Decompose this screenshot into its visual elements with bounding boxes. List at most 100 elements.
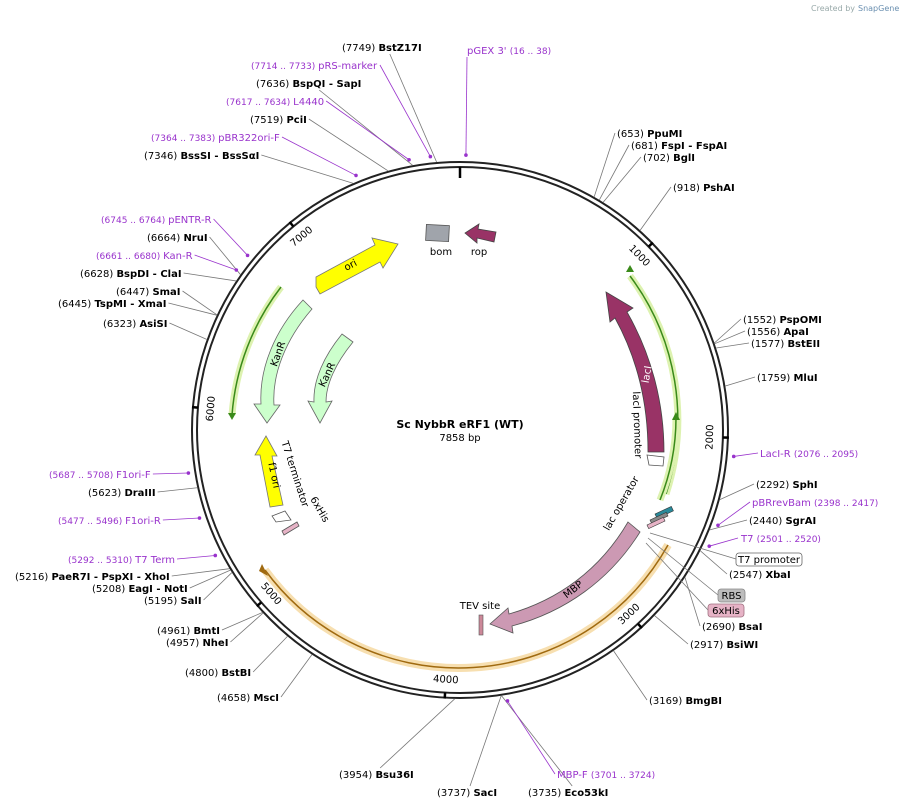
primer-range: (2501 .. 2520): [757, 535, 821, 545]
enzyme-site[interactable]: (3735) Eco53kI: [501, 695, 609, 799]
enzyme-site[interactable]: (5208) EagI - NotI: [92, 569, 231, 595]
enzyme-site[interactable]: (5623) DraIII: [88, 487, 198, 499]
enzyme-label: (6664) NruI: [147, 233, 208, 244]
enzyme-leader: [203, 572, 233, 601]
lacI-promoter-arrow[interactable]: [646, 454, 665, 467]
enzyme-site[interactable]: (1577) BstEII: [716, 339, 820, 350]
enzyme-label: (1556) ApaI: [747, 327, 809, 338]
enzyme-label: (2440) SgrAI: [749, 516, 816, 527]
enzyme-site[interactable]: (6664) NruI: [147, 233, 241, 275]
enzyme-leader: [684, 577, 701, 627]
enzyme-site[interactable]: (2547) XbaI: [700, 550, 791, 581]
bom-box[interactable]: [425, 224, 450, 243]
enzyme-name: TspMI: [94, 299, 126, 310]
enzyme-site[interactable]: (5195) SalI: [144, 572, 233, 607]
enzyme-site[interactable]: (3954) Bsu36I: [339, 698, 455, 781]
cds-orange-line: [264, 544, 669, 669]
primer-label: MBP-F (3701 .. 3724): [557, 770, 655, 781]
enzyme-label: (4961) BmtI: [157, 626, 220, 637]
primer-range: (6745 .. 6764): [101, 216, 168, 226]
primer-site[interactable]: pBRrevBam (2398 .. 2417): [716, 498, 878, 528]
enzyme-site[interactable]: (1552) PspOMI: [714, 315, 822, 344]
t7-terminator-shape[interactable]: [271, 510, 292, 523]
enzyme-site[interactable]: (2440) SgrAI: [709, 516, 816, 531]
enzyme-name: EagI: [128, 584, 152, 595]
primer-name: LacI-R: [760, 449, 794, 460]
map-length: 7858 bp: [439, 433, 480, 444]
boxed-feature-label[interactable]: T7 promoter: [649, 532, 803, 567]
enzyme-site[interactable]: (2917) BsiWI: [654, 615, 759, 651]
primer-layer: pGEX 3' (16 .. 38) (7714 .. 7733) pRS-mar…: [49, 46, 878, 781]
enzyme-site[interactable]: (5216) PaeR7I - PspXI - XhoI: [15, 568, 230, 583]
enzyme-label: (5195) SalI: [144, 596, 202, 607]
inner-green-arrowhead: [672, 412, 680, 420]
enzyme-site[interactable]: (7519) PciI: [250, 115, 389, 172]
enzyme-site[interactable]: (1556) ApaI: [714, 327, 809, 345]
primer-site[interactable]: (5292 .. 5310) T7 Term: [68, 553, 218, 566]
primer-name: pBR322ori-F: [218, 133, 280, 144]
enzyme-site[interactable]: (918) PshAI: [639, 183, 735, 231]
enzyme-site[interactable]: (653) PpuMI: [593, 129, 682, 197]
ori-arrow[interactable]: [315, 237, 399, 295]
enzyme-site[interactable]: (4658) MscI: [217, 654, 313, 704]
tick-label: 6000: [205, 396, 218, 422]
primer-site[interactable]: (5477 .. 5496) F1ori-R: [58, 516, 202, 527]
enzyme-isoschizomer: - BssSαI: [211, 151, 259, 162]
enzyme-site[interactable]: (2690) BsaI: [684, 577, 762, 633]
enzyme-site[interactable]: (681) FspI - FspAI: [598, 141, 727, 201]
enzyme-site[interactable]: (3169) BmgBI: [613, 650, 722, 707]
enzyme-leader: [168, 302, 217, 316]
primer-mark: [354, 173, 358, 178]
enzyme-label: (2690) BsaI: [702, 622, 762, 633]
f1-ori-arrow[interactable]: [254, 435, 284, 508]
enzyme-site[interactable]: (4957) NheI: [166, 612, 264, 649]
boxed-feature-label[interactable]: RBS: [647, 537, 746, 603]
enzyme-site[interactable]: (7346) BssSI - BssSαI: [144, 151, 354, 184]
tev-site-box[interactable]: [478, 614, 484, 636]
enzyme-site[interactable]: (6447) SmaI: [116, 287, 218, 316]
enzyme-position: (7749): [342, 43, 378, 54]
enzyme-label: (3737) SacI: [437, 788, 497, 799]
primer-label: LacI-R (2076 .. 2095): [760, 449, 858, 460]
enzyme-leader: [709, 519, 748, 531]
primer-name: F1ori-F: [116, 470, 151, 481]
primer-site[interactable]: (7714 .. 7733) pRS-marker: [251, 61, 433, 159]
mbp-arrow[interactable]: [489, 521, 641, 634]
enzyme-site[interactable]: (4961) BmtI: [157, 612, 263, 637]
primer-site[interactable]: T7 (2501 .. 2520): [707, 534, 821, 548]
primer-site[interactable]: (5687 .. 5708) F1ori-F: [49, 470, 191, 481]
enzyme-site[interactable]: (3737) SacI: [437, 695, 502, 799]
enzyme-site[interactable]: (2292) SphI: [719, 480, 818, 501]
enzyme-leader: [598, 144, 630, 201]
enzyme-position: (7636): [256, 79, 292, 90]
enzyme-site[interactable]: (1759) MluI: [725, 373, 818, 387]
primer-site[interactable]: (7364 .. 7383) pBR322ori-F: [151, 133, 358, 178]
primer-site[interactable]: (6745 .. 6764) pENTR-R: [101, 215, 250, 258]
primer-site[interactable]: (6661 .. 6680) Kan-R: [96, 251, 239, 272]
enzyme-leader: [613, 650, 648, 701]
primer-site[interactable]: MBP-F (3701 .. 3724): [505, 699, 655, 781]
enzyme-position: (702): [643, 153, 673, 164]
enzyme-position: (3737): [437, 788, 473, 799]
enzyme-site[interactable]: (6628) BspDI - ClaI: [80, 269, 237, 282]
enzyme-site[interactable]: (6445) TspMI - XmaI: [58, 299, 217, 316]
kanr-outer-arrow[interactable]: [253, 299, 313, 424]
rop-arrow[interactable]: [464, 223, 497, 244]
enzyme-site[interactable]: (7749) BstZ17I: [342, 43, 437, 163]
primer-site[interactable]: (7617 .. 7634) L4440: [226, 97, 411, 162]
primer-site[interactable]: pGEX 3' (16 .. 38): [464, 46, 551, 157]
boxed-feature-label[interactable]: 6xHis: [645, 542, 745, 618]
his-tag-left[interactable]: [281, 521, 300, 536]
enzyme-label: (2917) BsiWI: [690, 640, 758, 651]
primer-site[interactable]: LacI-R (2076 .. 2095): [731, 449, 858, 460]
lacI-promoter-arrowhead: [626, 265, 634, 272]
kanr-inner-arrow[interactable]: [307, 333, 354, 424]
enzyme-site[interactable]: (4800) BstBI: [185, 636, 288, 679]
lacI-arrow[interactable]: [605, 291, 665, 453]
enzyme-site[interactable]: (6323) AsiSI: [103, 319, 207, 340]
primer-name: pGEX 3': [467, 46, 510, 57]
tick-mark: [636, 622, 643, 629]
enzyme-site[interactable]: (7636) BspQI - SapI: [256, 79, 413, 166]
enzyme-site[interactable]: (702) BglI: [602, 153, 695, 203]
